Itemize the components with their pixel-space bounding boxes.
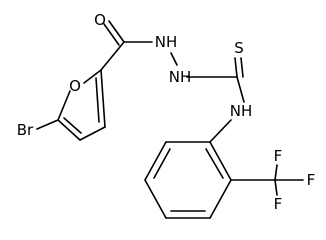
atom-f-3: F [274,195,283,213]
bond-cthio-nh3 [236,76,245,103]
atom-labels: O NH NH O Br S NH F F F [17,11,316,213]
bond-nh3-aryl [209,119,232,143]
bonds [36,20,304,219]
bond-b6-b1-inner [205,148,224,179]
atom-o-carbonyl: O [94,11,106,29]
bond-cs-double-a [234,57,238,78]
bond-cf3-f3 [274,179,278,196]
bond-co-double-b [103,23,120,46]
molecule-structure: O NH NH O Br S NH F F F [17,11,316,219]
bond-cs-double-b [240,57,244,78]
bond-c4-c3 [79,126,106,141]
bond-b6-b1 [209,141,232,181]
atom-nh-1: NH [155,33,178,51]
bond-cf3-f1 [274,164,278,181]
atom-s-thione: S [234,39,244,57]
bond-o1-c5 [57,90,71,121]
atom-br: Br [17,121,34,139]
bond-c2-ccarbonyl [100,41,125,71]
bond-c3-c2 [100,69,106,128]
bond-c2-o1 [83,69,102,84]
bond-b2-b3 [144,141,167,181]
bond-b5-b6 [209,179,232,219]
atom-f-1: F [274,147,283,165]
bond-co-double-a [108,20,125,43]
atom-o-furan: O [69,77,81,95]
bond-c5-c4 [57,119,81,141]
atom-nh-2: NH [169,68,192,86]
atom-nh-3: NH [230,102,253,120]
bond-c5-c4-inner [63,117,82,134]
bond-c3-c2-inner [95,77,100,123]
atom-f-2: F [307,171,316,189]
bond-c5-br [36,119,59,130]
bond-nh1-nh2 [170,52,178,66]
bond-b2-b3-inner [153,148,171,179]
bond-b3-b4 [144,179,167,219]
